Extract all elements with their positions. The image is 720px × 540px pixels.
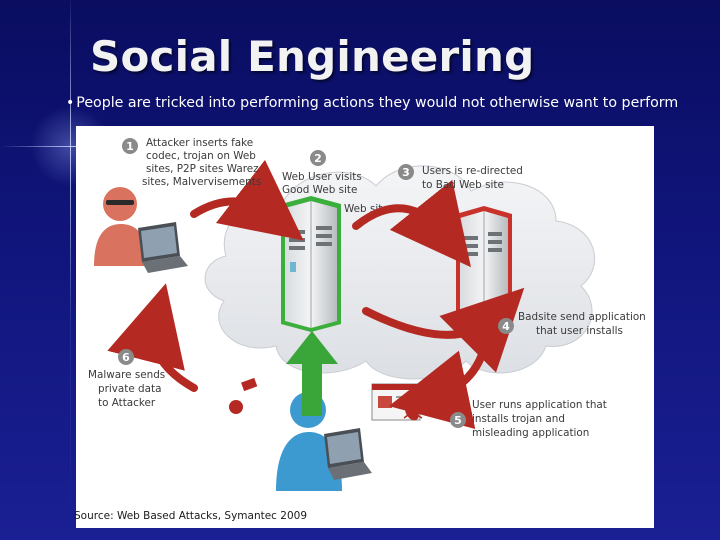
step-text-line: Malware sends xyxy=(88,369,165,381)
step-text-line: sites, P2P sites Warez xyxy=(146,163,259,175)
step-number: 1 xyxy=(126,140,134,153)
step-badge xyxy=(310,150,326,166)
arrow-step-3 xyxy=(352,179,472,268)
step-text-line: Attacker inserts fake xyxy=(146,137,253,149)
decorative-vertical-line xyxy=(70,0,71,540)
step-text-line: User runs application that xyxy=(472,399,607,411)
step-badge xyxy=(118,349,134,365)
step-text-line: installs trojan and xyxy=(472,413,565,425)
step-text-line: to Attacker xyxy=(98,397,156,409)
step-badge xyxy=(498,318,514,334)
step-4: 4 Badsite send application that user ins… xyxy=(498,311,646,337)
source-citation: Source: Web Based Attacks, Symantec 2009 xyxy=(74,510,308,522)
bullet-marker: • xyxy=(66,95,75,111)
arrow-step-4 xyxy=(362,287,525,373)
good-server-icon xyxy=(281,196,341,332)
step-text-line: codec, trojan on Web xyxy=(146,150,256,162)
step-5: 5 User runs application that installs tr… xyxy=(450,399,607,439)
step-text-line: that user installs xyxy=(536,325,623,337)
attacker-figure-icon xyxy=(94,187,148,266)
step-badge xyxy=(122,138,138,154)
step-number: 3 xyxy=(402,166,410,179)
diagram-canvas: Web site xyxy=(88,137,646,491)
step-text-line: Users is re-directed xyxy=(422,165,523,177)
arrow-step-1 xyxy=(190,159,304,241)
bad-server-icon xyxy=(456,206,512,322)
bullet-point: •People are tricked into performing acti… xyxy=(66,95,678,111)
step-text-line: misleading application xyxy=(472,427,589,439)
step-text-line: sites, Malvervisements xyxy=(142,176,261,188)
step-text-line: Badsite send application xyxy=(518,311,646,323)
bullet-text: People are tricked into performing actio… xyxy=(76,95,679,111)
attack-diagram: Web site xyxy=(76,126,654,528)
step-text-line: Good Web site xyxy=(282,184,357,196)
laptop-icon xyxy=(324,428,372,480)
step-badge xyxy=(450,412,466,428)
step-number: 6 xyxy=(122,351,130,364)
step-2: 2 Web User visits Good Web site xyxy=(282,150,362,196)
step-number: 5 xyxy=(454,414,462,427)
step-6: 6 Malware sends private data to Attacker xyxy=(88,349,165,409)
step-badge xyxy=(398,164,414,180)
arrow-step-2 xyxy=(286,331,338,416)
step-text-line: Web User visits xyxy=(282,171,362,183)
step-3: 3 Users is re-directed to Bad Web site xyxy=(398,164,523,191)
arrow-step-5 xyxy=(388,337,490,429)
step-number: 2 xyxy=(314,152,322,165)
web-cloud xyxy=(204,165,596,380)
step-text-line: to Bad Web site xyxy=(422,179,504,191)
data-packet-icon xyxy=(229,377,258,414)
laptop-icon xyxy=(138,222,188,273)
step-number: 4 xyxy=(502,320,510,333)
step-text-line: private data xyxy=(98,383,161,395)
arrow-step-6 xyxy=(107,283,198,392)
step-1: 1 Attacker inserts fake codec, trojan on… xyxy=(122,137,261,188)
slide-title: Social Engineering xyxy=(90,32,535,81)
